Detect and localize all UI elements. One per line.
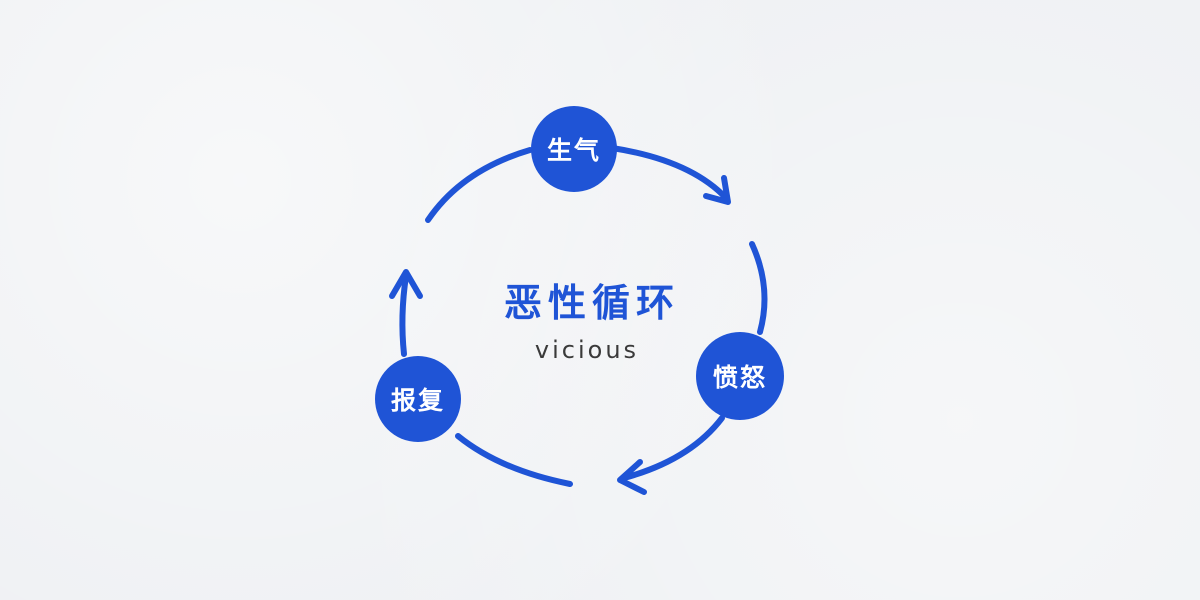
node-anger: 生气	[531, 106, 617, 192]
arrow-anger-to-fury	[609, 145, 729, 201]
diagram-title: 恶性循环	[503, 281, 680, 325]
node-revenge: 报复	[375, 356, 461, 442]
arrow-upper-left	[425, 147, 533, 223]
arrowhead-fury-to-revenge	[617, 459, 647, 495]
arrow-revenge-up	[399, 273, 409, 357]
node-fury-label: 愤怒	[712, 363, 767, 392]
arrowhead-anger-to-fury	[703, 175, 731, 205]
node-fury: 愤怒	[696, 332, 784, 420]
arrow-bottom	[455, 433, 573, 487]
node-anger-label: 生气	[546, 136, 601, 165]
arrow-fury-to-revenge	[621, 415, 725, 481]
diagram-subtitle: vicious	[534, 336, 640, 364]
node-revenge-label: 报复	[390, 386, 445, 415]
arrowhead-revenge-to-anger	[389, 269, 423, 299]
arrow-right-descent	[749, 241, 768, 335]
